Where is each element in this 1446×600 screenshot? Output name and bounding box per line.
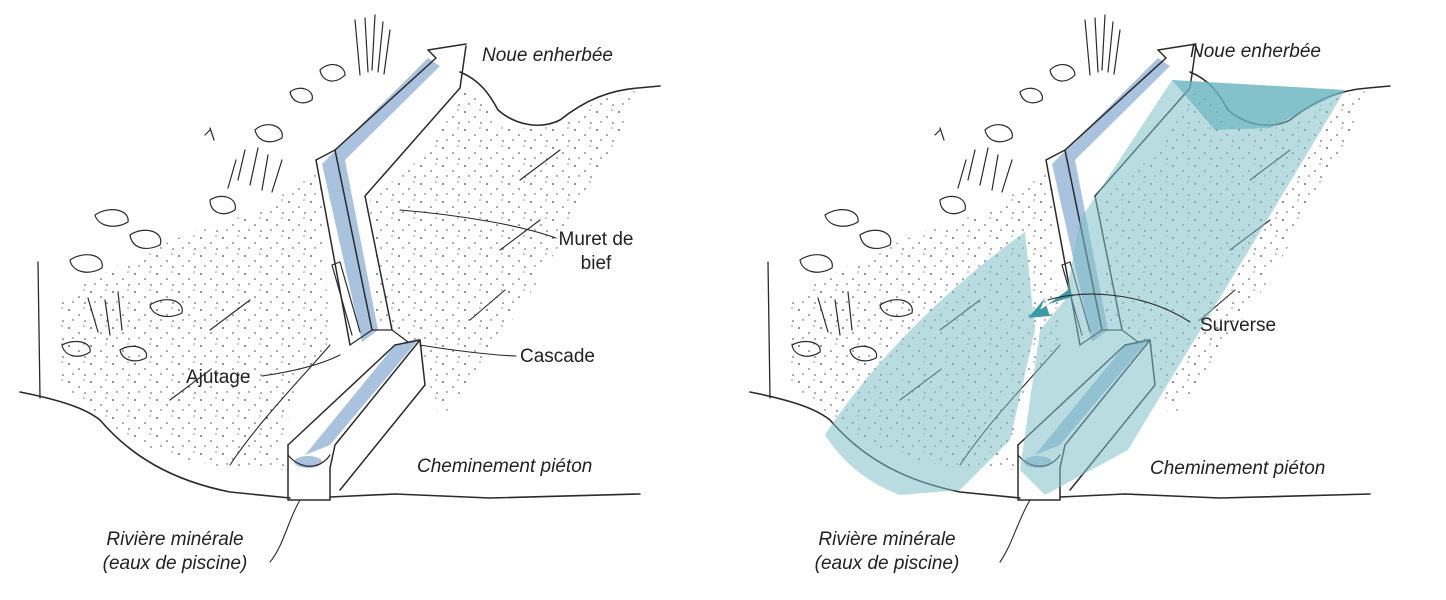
label-riviere-right-line1: Rivière minérale (818, 529, 956, 550)
right-panel-sketch (749, 14, 1391, 563)
label-riviere-line1: Rivière minérale (106, 529, 244, 550)
label-surverse: Surverse (1200, 315, 1277, 336)
flooded-swale-left (825, 232, 1035, 495)
leader-riviere-right (999, 499, 1031, 563)
label-ajutage: Ajutage (186, 367, 251, 388)
leader-riviere (269, 499, 301, 563)
label-riviere-right-line2: (eaux de piscine) (814, 553, 960, 574)
label-cascade: Cascade (520, 346, 595, 367)
leader-surverse (1047, 293, 1191, 323)
label-riviere-line2: (eaux de piscine) (102, 553, 248, 574)
label-riviere-right: Rivière minérale (eaux de piscine) (782, 528, 992, 576)
label-riviere-left: Rivière minérale (eaux de piscine) (70, 528, 280, 576)
leader-muret (399, 209, 557, 239)
label-noue-left: Noue enherbée (482, 45, 613, 66)
left-panel-sketch (19, 14, 661, 563)
overflow-arrow (1028, 290, 1074, 318)
leader-ajutage (261, 354, 341, 377)
leader-cascade (419, 344, 517, 357)
label-noue-right: Noue enherbée (1190, 41, 1321, 62)
label-muret-left: Muret de bief (556, 228, 636, 276)
label-cheminement-left: Cheminement piéton (417, 456, 593, 477)
label-cheminement-right: Cheminement piéton (1150, 458, 1326, 479)
flooded-swale-right (1020, 80, 1345, 495)
label-muret-line1: Muret de (558, 229, 634, 250)
label-muret-line2: bief (580, 253, 612, 274)
